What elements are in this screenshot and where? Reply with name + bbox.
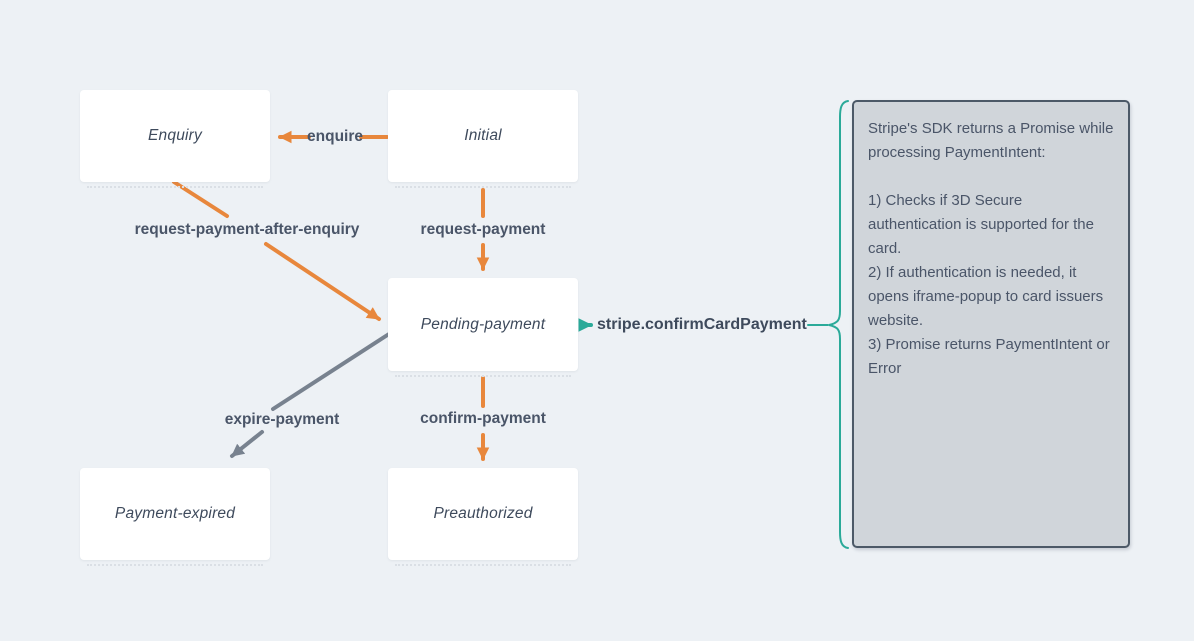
edge-label-enquire: enquire [307, 128, 363, 145]
note-paragraph-step1: 1) Checks if 3D Secure authentication is… [868, 192, 1094, 257]
edge-label-request-payment-after-enquiry: request-payment-after-enquiry [134, 221, 360, 238]
edge-label-expire-payment: expire-payment [224, 411, 340, 428]
state-payment-expired: Payment-expired [80, 468, 270, 566]
state-initial-label: Initial [464, 127, 502, 144]
state-payment-expired-label: Payment-expired [114, 505, 236, 522]
note-paragraph-step2: 2) If authentication is needed, it opens… [868, 264, 1104, 329]
state-pending-payment: Pending-payment [388, 278, 578, 377]
note-stripe-sdk: Stripe's SDK returns a Promise while pro… [852, 100, 1130, 548]
arrow-expire-payment [230, 332, 391, 458]
note-brace [807, 100, 849, 549]
edge-label-confirm-payment: confirm-payment [420, 410, 546, 427]
state-preauthorized-label: Preauthorized [433, 505, 533, 522]
annotation-stripe-confirm-card-payment: stripe.confirmCardPayment [597, 316, 807, 333]
note-paragraph-step3: 3) Promise returns PaymentIntent or Erro… [868, 336, 1110, 377]
arrow-request-payment-after-enquiry [172, 180, 381, 321]
state-preauthorized: Preauthorized [388, 468, 578, 566]
state-initial: Initial [388, 90, 578, 188]
state-pending-payment-label: Pending-payment [420, 315, 546, 333]
edge-label-request-payment: request-payment [420, 221, 546, 238]
note-paragraph-intro: Stripe's SDK returns a Promise while pro… [868, 120, 1114, 161]
state-enquiry: Enquiry [80, 90, 270, 188]
state-enquiry-label: Enquiry [148, 127, 202, 144]
